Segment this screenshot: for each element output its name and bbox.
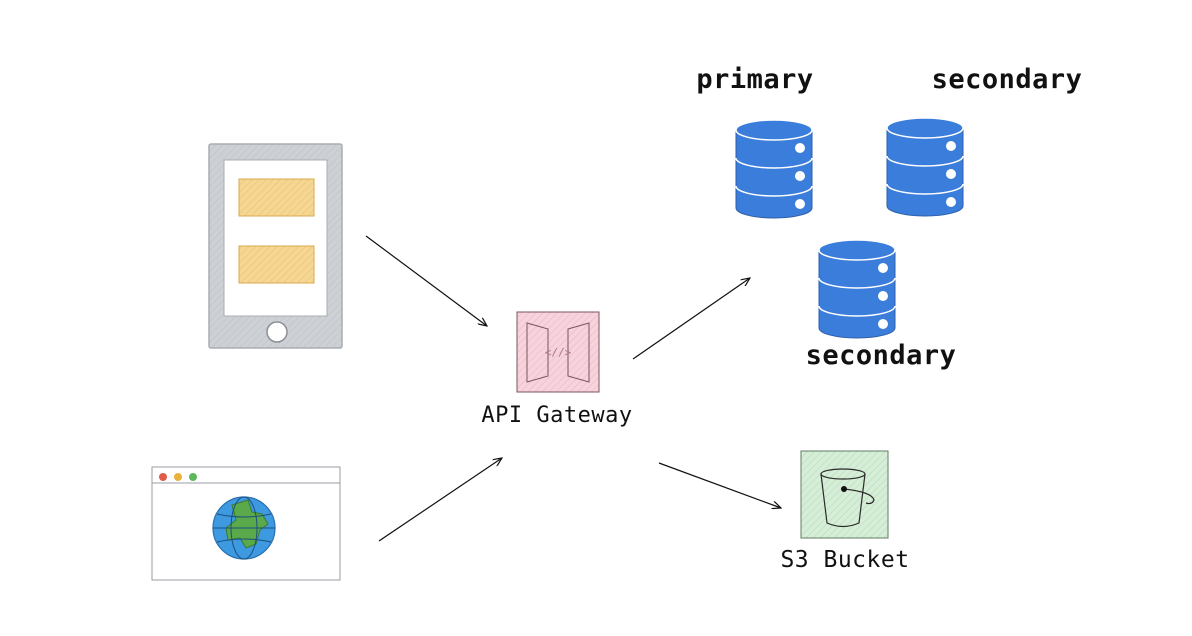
s3-bucket-icon [800, 450, 889, 539]
primary-label: primary [696, 64, 813, 95]
database-primary-icon [735, 119, 813, 219]
arrow-gateway-to-s3 [658, 462, 781, 508]
api-gateway-label: API Gateway [481, 403, 632, 428]
arrow-mobile-to-gateway [365, 235, 487, 326]
browser-close-dot [159, 473, 167, 481]
gateway-glyph: <//> [545, 346, 572, 359]
mobile-home-button [266, 321, 288, 343]
globe-icon [212, 496, 276, 560]
api-gateway-icon: <//> [516, 311, 600, 393]
secondary-bottom-label: secondary [806, 340, 957, 371]
mobile-card-top [238, 178, 315, 217]
browser-maximize-dot [189, 473, 197, 481]
secondary-top-label: secondary [932, 64, 1083, 95]
web-browser-icon [151, 466, 341, 581]
arrow-browser-to-gateway [378, 458, 502, 542]
mobile-card-bottom [238, 245, 315, 284]
s3-bucket-label: S3 Bucket [780, 547, 909, 573]
browser-minimize-dot [174, 473, 182, 481]
arrow-gateway-to-databases [632, 278, 750, 360]
database-secondary-top-icon [886, 117, 964, 217]
mobile-device-icon [208, 143, 343, 349]
database-secondary-bottom-icon [818, 239, 896, 339]
